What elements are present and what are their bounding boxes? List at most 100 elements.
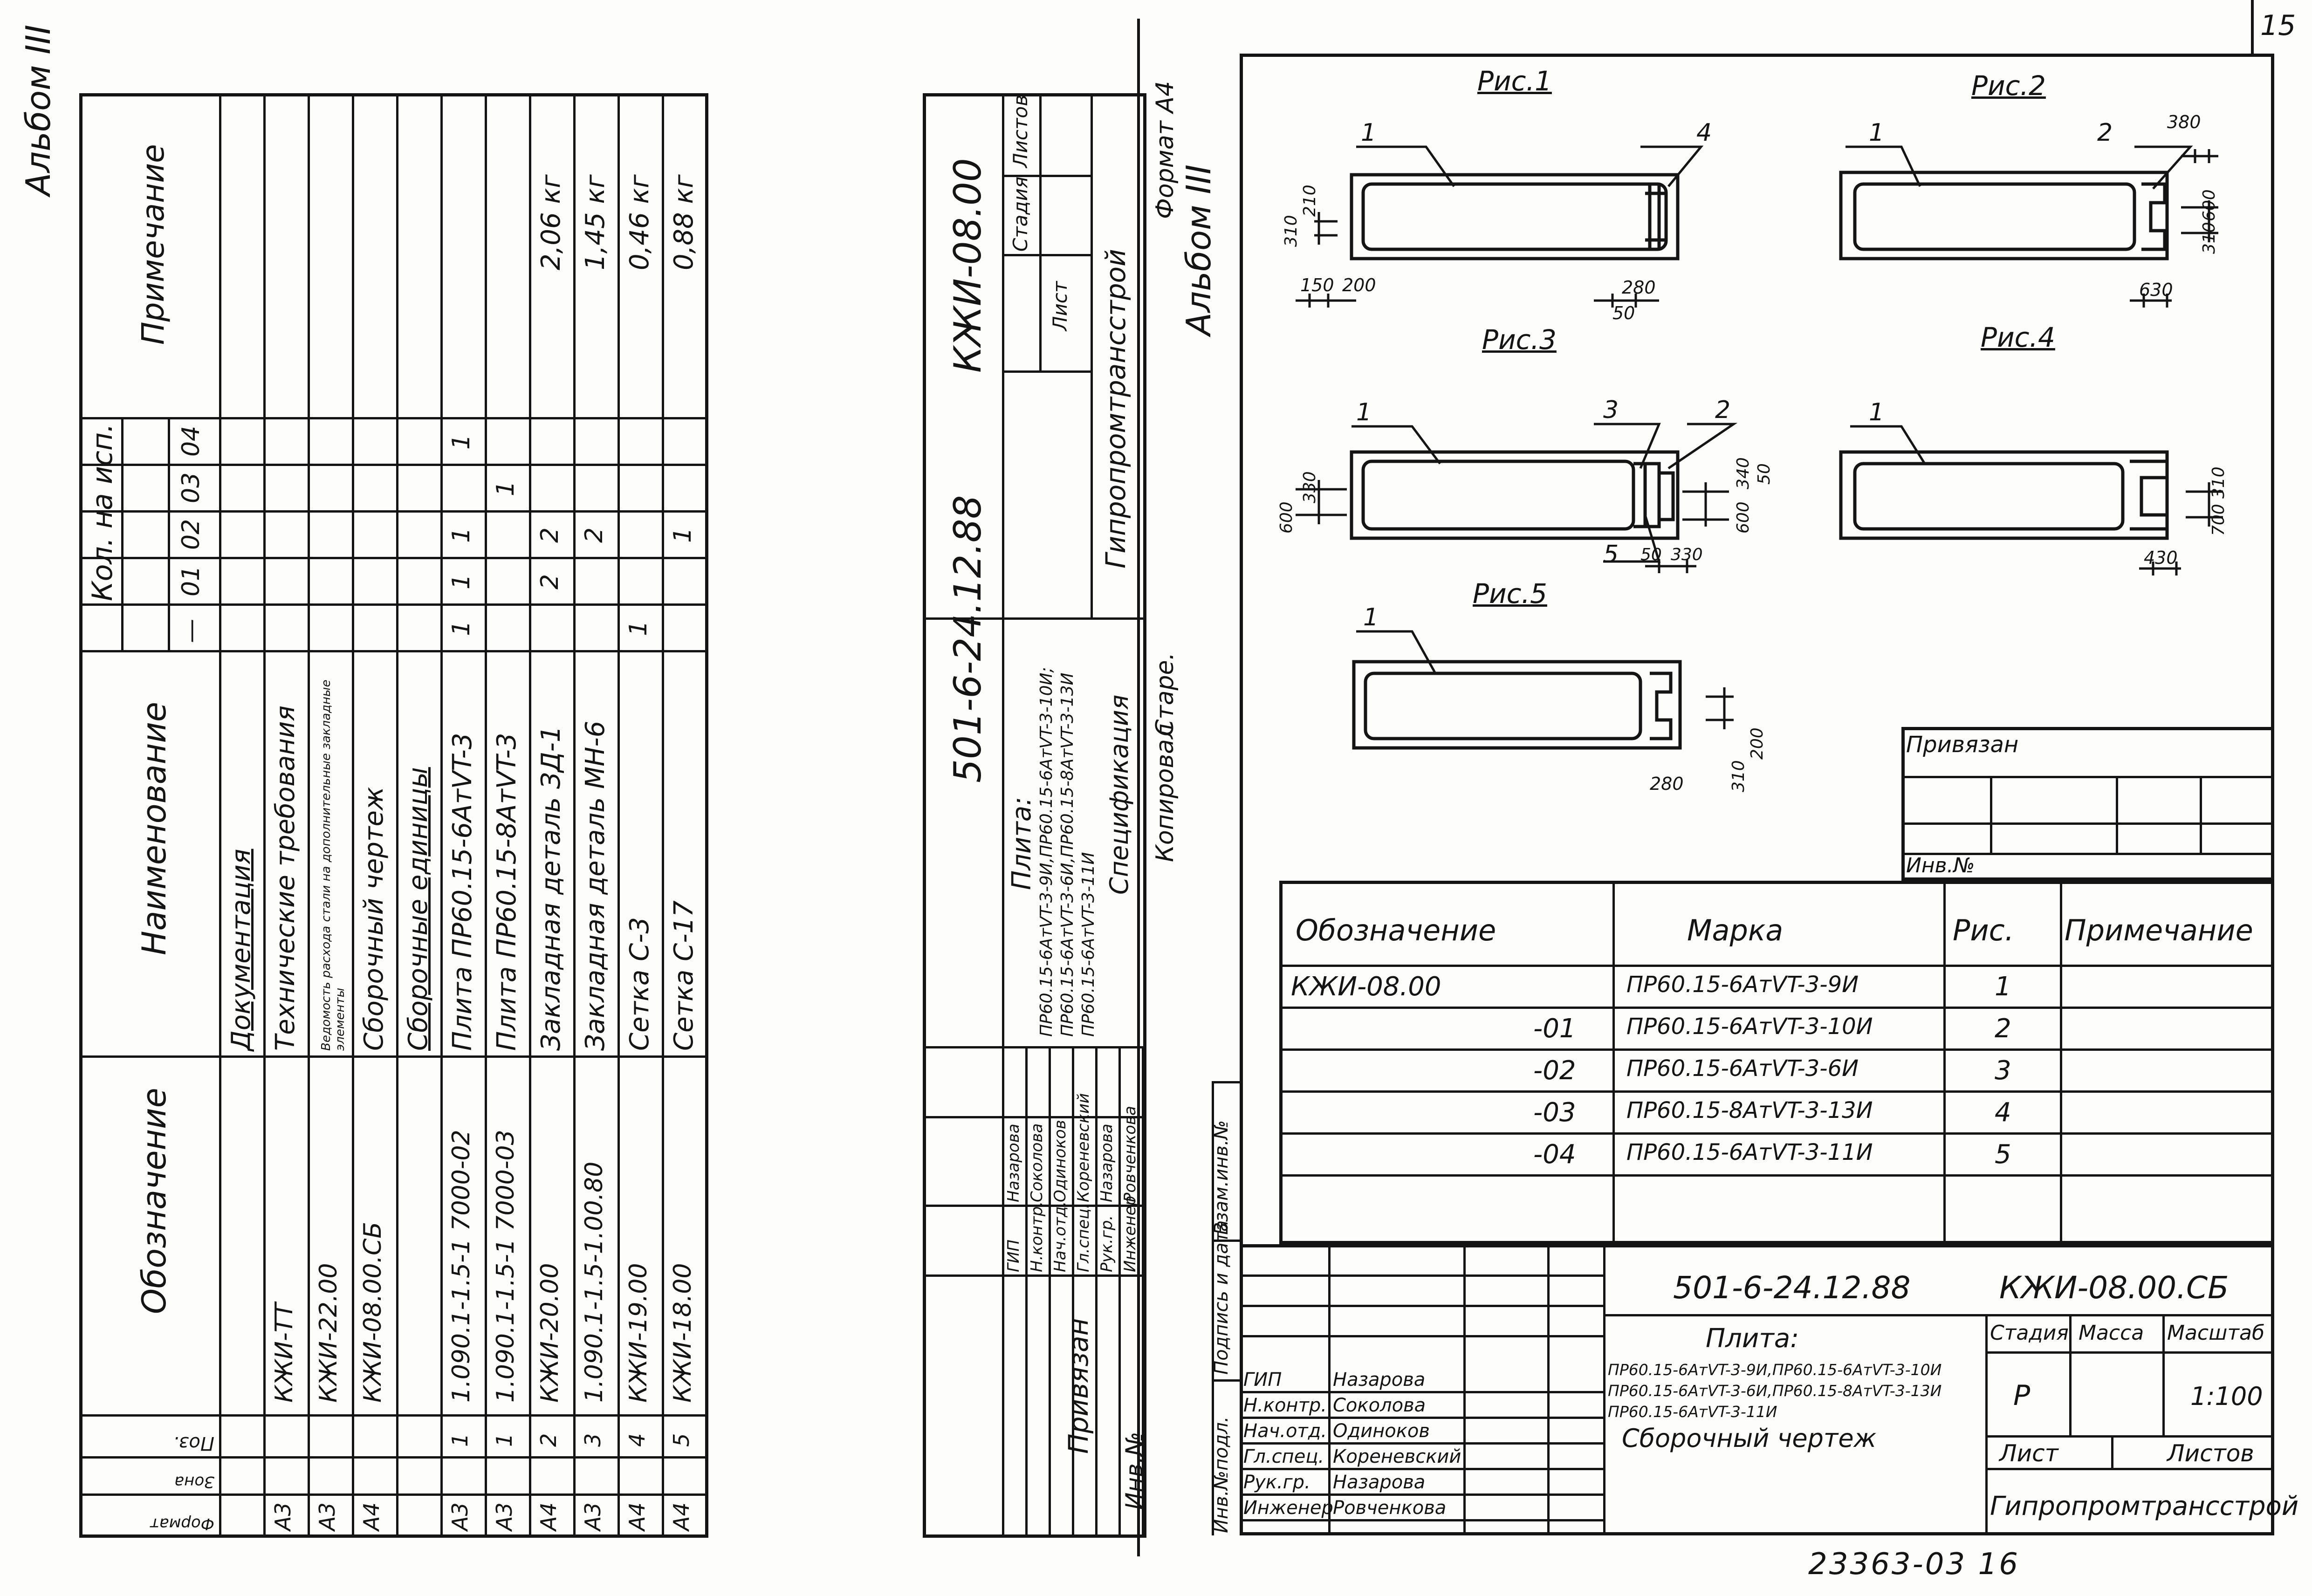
right-plate-line-1: ПР60.15-6АтVT-3-9И,ПР60.15-6АтVT-3-10И [1608,1361,1942,1379]
left-role-0: ГИП [1004,1240,1023,1272]
marks-row-2-fig: 3 [1995,1055,2011,1086]
right-role-name-3: Кореневский [1333,1446,1461,1467]
left-role-1: Н.контр. [1028,1201,1046,1272]
spec-row-1-name: Технические требования [270,705,301,1051]
spec-row-8-format: А3 [580,1502,605,1531]
right-plate-line-2: ПР60.15-6АтVT-3-6И,ПР60.15-8АтVT-3-13И [1608,1382,1942,1400]
fig3-leader-1: 1 [1356,398,1372,426]
spec-row-2-format: А3 [315,1502,340,1531]
right-plate-line-3: ПР60.15-6АтVT-3-11И [1608,1403,1777,1421]
dim-fig5-200: 200 [1748,727,1767,760]
spec-row-10-format: А4 [669,1502,694,1531]
marks-header-note: Примечание [2065,913,2253,947]
bottom-code: 23363-03 16 [1808,1547,2020,1582]
fig-1-label: Рис.1 [1477,65,1552,97]
dim-fig2-630: 630 [2139,280,2173,300]
right-mass: Масса [2079,1321,2144,1345]
marks-header-designation: Обозначение [1296,913,1496,947]
spec-row-6-q3: 1 [492,480,520,496]
spec-row-2-designation: КЖИ-22.00 [315,1263,343,1403]
spec-row-7-format: А4 [536,1502,561,1531]
margin-vzam-inv: Взам.инв.№ [1211,1120,1232,1235]
left-role-5: Инженер [1121,1196,1139,1272]
marks-row-0-mark: ПР60.15-6АтVT-3-9И [1626,972,1859,998]
right-sheet: Лист [1999,1440,2058,1467]
spec-header-name: Наименование [135,702,173,955]
spec-row-8-pos: 3 [580,1433,605,1447]
spec-row-10-pos: 5 [669,1433,694,1447]
spec-header-designation: Обозначение [135,1088,173,1314]
spec-row-5-format: А3 [447,1502,473,1531]
right-role-name-5: Ровченкова [1333,1497,1447,1519]
fig2-leader-2: 2 [2097,119,2113,147]
dim-fig1-150: 150 [1300,275,1334,295]
dim-fig3-600-left: 600 [1277,501,1296,534]
spec-row-7-designation: КЖИ-20.00 [536,1263,564,1403]
spec-row-10-note: 0,88 кг [669,174,699,270]
right-role-1: Н.контр. [1243,1395,1327,1416]
marks-header-fig: Рис. [1953,913,2014,947]
right-sheets: Листов [2167,1440,2254,1467]
left-sheets: Листов [1009,95,1032,168]
spec-row-9-pos: 4 [624,1433,650,1447]
fig-5-label: Рис.5 [1473,578,1547,610]
spec-row-9-name: Сетка С-3 [624,917,655,1051]
left-stage: Стадия [1009,176,1032,252]
spec-row-0-name: Документация [226,849,256,1051]
spec-row-1-format: А3 [270,1502,295,1531]
fig2-leader-1: 1 [1869,119,1885,147]
right-scale-value: 1:100 [2190,1382,2263,1411]
left-privyazan: Привязан [1063,1318,1094,1454]
margin-sign-date: Подпись и дата [1211,1220,1232,1375]
spec-row-9-note: 0,46 кг [624,174,655,270]
spec-table [79,93,708,1538]
marks-row-4-fig: 5 [1995,1139,2011,1170]
dim-fig3-50-bottom: 50 [1640,545,1662,564]
dim-fig2-310: 310 [2200,222,2219,254]
right-role-name-2: Одиноков [1333,1420,1430,1442]
right-role-4: Рук.гр. [1243,1472,1310,1493]
spec-row-3-format: А4 [359,1502,384,1531]
marks-row-4-designation: -04 [1533,1139,1576,1170]
right-scale: Масштаб [2167,1321,2265,1345]
marks-row-2-designation: -02 [1533,1055,1576,1086]
right-doc: КЖИ-08.00.СБ [1999,1270,2229,1306]
left-role-name-1: Соколова [1028,1123,1046,1202]
left-plate-line-1: ПР60.15-6АтVT-3-9И,ПР60.15-6АтVT-3-10И; [1037,667,1056,1037]
right-role-2: Нач.отд. [1243,1420,1327,1442]
sheet-divider [1137,19,1140,1556]
spec-row-8-designation: 1.090.1-1.5-1.00.80 [580,1161,608,1403]
right-role-5: Инженер [1243,1497,1333,1519]
spec-row-8-q2: 2 [580,527,608,543]
right-plate-label: Плита: [1706,1323,1799,1354]
margin-inv-podl: Инв.№подл. [1211,1416,1232,1533]
marks-row-4-mark: ПР60.15-6АтVT-3-11И [1626,1139,1873,1165]
dim-fig1-200: 200 [1342,275,1376,295]
fig1-leader-1: 1 [1361,119,1377,147]
marks-row-2-mark: ПР60.15-6АтVT-3-6И [1626,1055,1859,1082]
spec-row-5-designation: 1.090.1-1.5-1 7000-02 [447,1130,475,1403]
spec-header-variant-1: 01 [177,565,205,596]
left-role-3: Гл.спец. [1074,1203,1093,1272]
left-org: Гипропромтрансстрой [1100,249,1132,569]
spec-row-9-designation: КЖИ-19.00 [624,1263,652,1403]
page-number-tick [2251,0,2254,56]
spec-row-5-q2: 1 [447,527,475,543]
dim-fig3-330-left: 330 [1300,471,1319,503]
dim-fig3-600-right: 600 [1734,501,1753,534]
spec-row-8-note: 1,45 кг [580,174,611,270]
dim-fig3-340: 340 [1734,457,1753,489]
right-org: Гипропромтрансстрой [1990,1491,2299,1521]
spec-row-6-name: Плита ПР60.15-8АтVT-3 [492,733,522,1051]
left-code: 501-6-24.12.88 [946,495,989,783]
dim-fig2-600: 600 [2200,189,2219,221]
marks-row-1-fig: 2 [1995,1014,2011,1044]
spec-row-3-name: Сборочный чертеж [359,787,389,1051]
album-label-left: Альбом III [19,24,58,196]
privyazan-box [1901,727,2274,881]
dim-fig2-380: 380 [2167,112,2201,132]
marks-row-0-designation: КЖИ-08.00 [1291,972,1441,1002]
left-role-name-4: Назарова [1098,1123,1116,1202]
right-role-0: ГИП [1243,1369,1282,1391]
fig-4-label: Рис.4 [1981,322,2055,353]
